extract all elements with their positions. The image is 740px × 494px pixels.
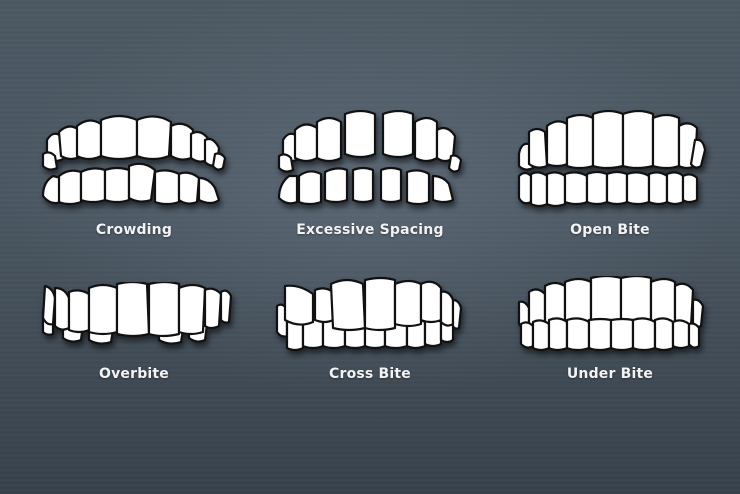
label-cross-bite: Cross Bite bbox=[329, 366, 411, 382]
under-bite-teeth-icon bbox=[517, 276, 705, 352]
card-excessive-spacing: Excessive Spacing bbox=[250, 110, 490, 250]
open-bite-teeth-icon bbox=[517, 110, 707, 208]
card-cross-bite: Cross Bite bbox=[250, 276, 490, 392]
overbite-teeth-icon bbox=[41, 282, 233, 345]
crowding-teeth-icon bbox=[41, 114, 227, 206]
card-under-bite: Under Bite bbox=[490, 276, 730, 392]
label-under-bite: Under Bite bbox=[566, 366, 654, 382]
excessive-spacing-teeth-icon bbox=[277, 110, 463, 206]
card-overbite: Overbite bbox=[14, 282, 254, 392]
cross-bite-teeth-icon bbox=[275, 276, 463, 352]
label-overbite: Overbite bbox=[98, 366, 170, 382]
card-crowding: Crowding bbox=[14, 110, 254, 250]
card-open-bite: Open Bite bbox=[490, 110, 730, 250]
label-open-bite: Open Bite bbox=[570, 222, 650, 238]
label-excessive-spacing: Excessive Spacing bbox=[296, 222, 444, 238]
label-crowding: Crowding bbox=[95, 222, 173, 238]
